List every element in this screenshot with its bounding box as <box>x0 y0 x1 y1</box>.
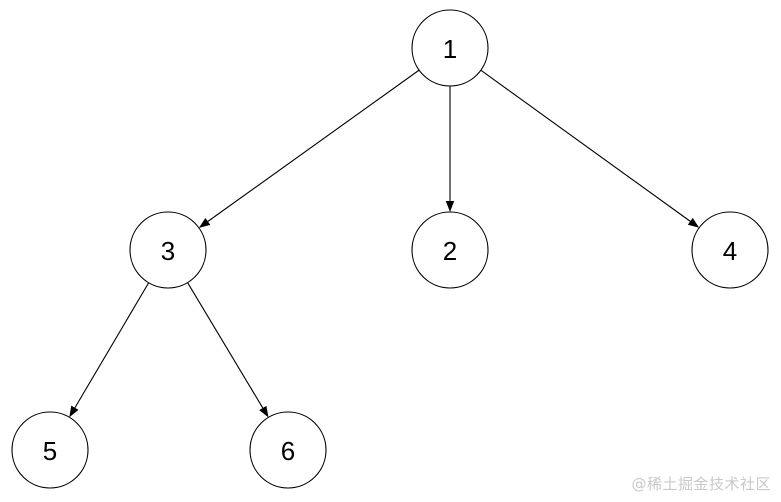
edges-layer <box>69 69 700 418</box>
arrow-head-icon <box>259 405 269 418</box>
graph-node-1[interactable]: 1 <box>411 9 489 87</box>
arrow-head-icon <box>445 201 455 212</box>
node-circle[interactable] <box>691 211 769 289</box>
graph-node-2[interactable]: 2 <box>411 211 489 289</box>
arrow-head-icon <box>198 218 211 228</box>
node-circle[interactable] <box>249 411 327 489</box>
node-circle[interactable] <box>129 211 207 289</box>
graph-node-5[interactable]: 5 <box>11 411 89 489</box>
node-label: 2 <box>443 236 457 266</box>
edge-line <box>73 282 150 410</box>
nodes-layer: 1 3 2 4 5 6 <box>11 9 769 489</box>
edge-line <box>205 69 420 224</box>
edge-n1-to-n3 <box>198 69 420 228</box>
edge-n3-to-n5 <box>69 282 150 418</box>
node-label: 4 <box>723 236 737 266</box>
edge-line <box>187 282 265 410</box>
node-circle[interactable] <box>411 211 489 289</box>
graph-node-6[interactable]: 6 <box>249 411 327 489</box>
watermark: @稀土掘金技术社区 <box>631 475 771 493</box>
node-label: 3 <box>161 236 175 266</box>
graph-node-3[interactable]: 3 <box>129 211 207 289</box>
graph-node-4[interactable]: 4 <box>691 211 769 289</box>
node-label: 5 <box>43 436 57 466</box>
node-label: 1 <box>443 34 457 64</box>
arrow-head-icon <box>687 217 700 228</box>
edge-n3-to-n6 <box>187 282 269 418</box>
node-circle[interactable] <box>11 411 89 489</box>
edge-n1-to-n4 <box>480 69 700 228</box>
edge-n1-to-n2 <box>445 86 455 212</box>
node-label: 6 <box>281 436 295 466</box>
edge-line <box>480 69 693 223</box>
node-circle[interactable] <box>411 9 489 87</box>
arrow-head-icon <box>69 405 79 418</box>
